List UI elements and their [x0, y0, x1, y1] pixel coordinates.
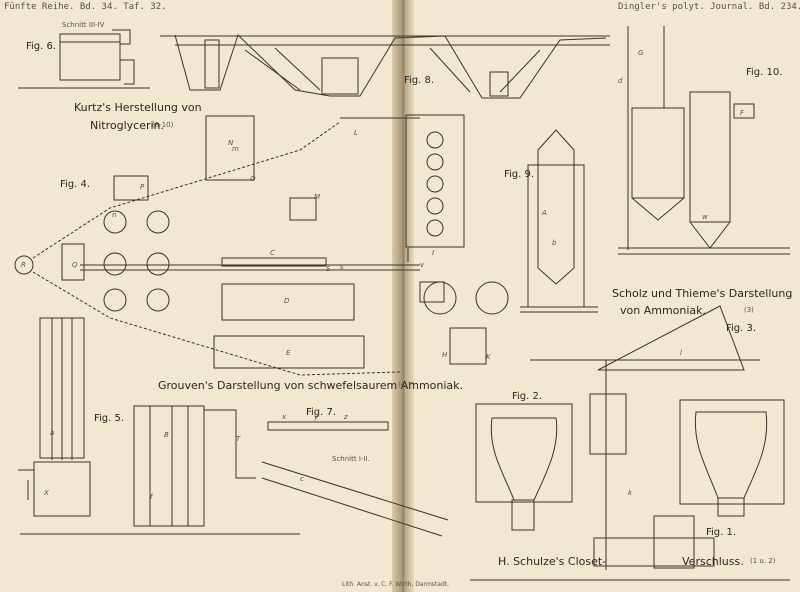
label-S: S [326, 265, 331, 273]
closet-mechanism [470, 360, 790, 581]
label-c: c [300, 475, 304, 483]
fig4-drawing [14, 115, 420, 376]
kurtz-title-line2: Nitroglycerin. [90, 119, 165, 132]
schnitt-1-2-label: Schnitt I-II. [332, 455, 370, 463]
label-w: w [702, 213, 708, 221]
fig1-drawing [679, 399, 785, 517]
label-L: L [354, 129, 358, 137]
lithographer-imprint: Lith. Anst. v. C. F. Wirth, Darmstadt. [342, 581, 450, 588]
label-m: m [232, 145, 239, 153]
label-G: G [638, 49, 644, 57]
fig6-drawing [18, 29, 150, 89]
fig3-label: Fig. 3. [726, 323, 757, 334]
label-x: x [282, 413, 287, 421]
label-K: K [486, 353, 491, 361]
fig4-label: Fig. 4. [60, 179, 91, 190]
fig9-drawing [520, 129, 598, 313]
fig10-drawing [618, 26, 790, 255]
grouven-ref: (4-7) [398, 381, 415, 389]
label-I: I [432, 249, 435, 257]
schnitt-3-4-label: Schnitt III-IV [62, 21, 105, 29]
label-D: D [284, 297, 290, 305]
header-right: Dingler's polyt. Journal. Bd. 234. Taf. … [618, 2, 800, 12]
label-A: A [542, 209, 547, 217]
label-O: O [250, 175, 256, 183]
verschluss-ref: (1 u. 2) [750, 557, 776, 565]
label-f: f [150, 493, 153, 501]
fig8-coils [340, 114, 465, 262]
fig6-label: Fig. 6. [26, 41, 57, 52]
fig9-label: Fig. 9. [504, 169, 535, 180]
grouven-title: Grouven's Darstellung von schwefelsaurem… [158, 379, 464, 392]
label-z: z [344, 413, 348, 421]
fig7-drawing [267, 421, 389, 431]
label-B: B [164, 431, 169, 439]
label-s: s [340, 263, 344, 271]
fig3-drawing [419, 281, 760, 371]
scholz-ref: (3) [744, 306, 754, 314]
fig2-drawing [475, 403, 573, 531]
label-v: v [420, 261, 425, 269]
scholz-title-line2: von Ammoniak. [620, 304, 707, 317]
label-a: a [50, 429, 55, 437]
label-X: X [44, 489, 49, 497]
fig5-label: Fig. 5. [94, 413, 125, 424]
header-left: Fünfte Reihe. Bd. 34. Taf. 32. [4, 2, 167, 12]
label-k: k [628, 489, 633, 497]
label-H: H [442, 351, 448, 359]
label-y: y [314, 413, 319, 421]
label-C: C [270, 249, 275, 257]
kurtz-ref: (8-10) [152, 121, 174, 129]
label-T: T [236, 435, 241, 443]
label-R: R [21, 261, 26, 269]
fig8-drawing [160, 34, 610, 99]
book-gutter [392, 0, 414, 592]
scholz-title: Scholz und Thieme's Darstellung [612, 287, 793, 300]
fig5-drawing [18, 317, 449, 537]
label-l: l [680, 349, 682, 357]
fig8-label: Fig. 8. [404, 75, 435, 86]
verschluss-title: Verschluss. [682, 555, 744, 568]
fig7-label: Fig. 7. [306, 407, 337, 418]
fig2-label: Fig. 2. [512, 391, 543, 402]
label-d: d [618, 77, 623, 85]
fig1-label: Fig. 1. [706, 527, 737, 538]
label-P: P [140, 183, 145, 191]
kurtz-title: Kurtz's Herstellung von [74, 101, 202, 114]
label-M: M [314, 193, 321, 201]
label-Q: Q [72, 261, 78, 269]
label-b: b [552, 239, 557, 247]
schulze-title: H. Schulze's Closet- [498, 555, 607, 568]
fig10-label: Fig. 10. [746, 67, 783, 78]
label-N: N [228, 139, 234, 147]
label-F: F [740, 109, 745, 117]
label-n: n [112, 211, 117, 219]
label-E: E [286, 349, 291, 357]
